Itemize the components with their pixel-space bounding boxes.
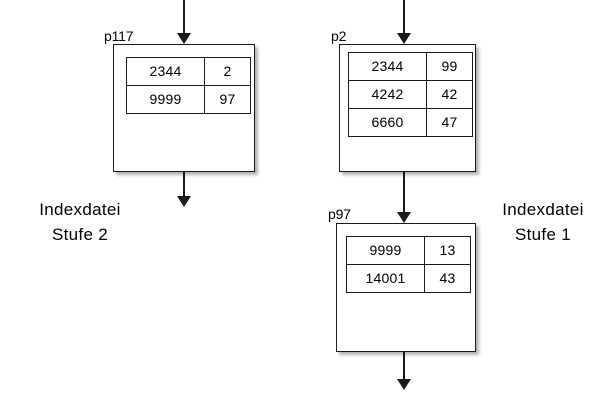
- arrow-p2-to-p97: [397, 172, 411, 223]
- table-row: 4242 42: [348, 80, 473, 109]
- arrow-into-p117: [177, 0, 191, 44]
- arrow-into-p2: [397, 0, 411, 44]
- entry-key: 14001: [346, 264, 425, 293]
- arrow-shaft: [403, 0, 405, 33]
- table-row: 14001 43: [346, 264, 471, 293]
- entry-pointer: 42: [426, 80, 473, 109]
- caption-level-1-line2: Stufe 1: [515, 225, 571, 244]
- entry-key: 9999: [126, 85, 205, 114]
- entry-key: 4242: [348, 80, 427, 109]
- block-label-p117: p117: [104, 28, 134, 44]
- caption-level-2: Indexdatei Stufe 2: [0, 197, 160, 247]
- table-row: 9999 97: [126, 85, 251, 114]
- entry-pointer: 47: [426, 108, 473, 137]
- arrow-shaft: [183, 172, 185, 196]
- entry-pointer: 13: [424, 236, 471, 265]
- arrow-out-of-p97: [397, 352, 411, 390]
- arrow-down-icon: [177, 33, 191, 44]
- table-row: 2344 99: [348, 52, 473, 81]
- entry-key: 9999: [346, 236, 425, 265]
- table-row: 6660 47: [348, 108, 473, 137]
- entry-table-p117: 2344 2 9999 97: [126, 57, 251, 114]
- arrow-down-icon: [397, 212, 411, 223]
- caption-level-1: Indexdatei Stufe 1: [478, 197, 608, 247]
- arrow-down-icon: [397, 379, 411, 390]
- caption-level-2-line2: Stufe 2: [52, 225, 108, 244]
- entry-pointer: 2: [204, 57, 251, 86]
- entry-table-p2: 2344 99 4242 42 6660 47: [348, 52, 473, 137]
- arrow-shaft: [183, 0, 185, 33]
- arrow-shaft: [403, 172, 405, 212]
- entry-pointer: 43: [424, 264, 471, 293]
- caption-level-1-line1: Indexdatei: [502, 200, 584, 219]
- arrow-down-icon: [397, 33, 411, 44]
- entry-key: 2344: [126, 57, 205, 86]
- table-row: 2344 2: [126, 57, 251, 86]
- arrow-down-icon: [177, 196, 191, 207]
- arrow-shaft: [403, 352, 405, 379]
- entry-pointer: 99: [426, 52, 473, 81]
- caption-level-2-line1: Indexdatei: [39, 200, 121, 219]
- entry-key: 2344: [348, 52, 427, 81]
- entry-table-p97: 9999 13 14001 43: [346, 236, 471, 293]
- table-row: 9999 13: [346, 236, 471, 265]
- block-label-p97: p97: [328, 206, 351, 222]
- arrow-out-of-p117: [177, 172, 191, 207]
- block-label-p2: p2: [331, 28, 347, 44]
- entry-key: 6660: [348, 108, 427, 137]
- entry-pointer: 97: [204, 85, 251, 114]
